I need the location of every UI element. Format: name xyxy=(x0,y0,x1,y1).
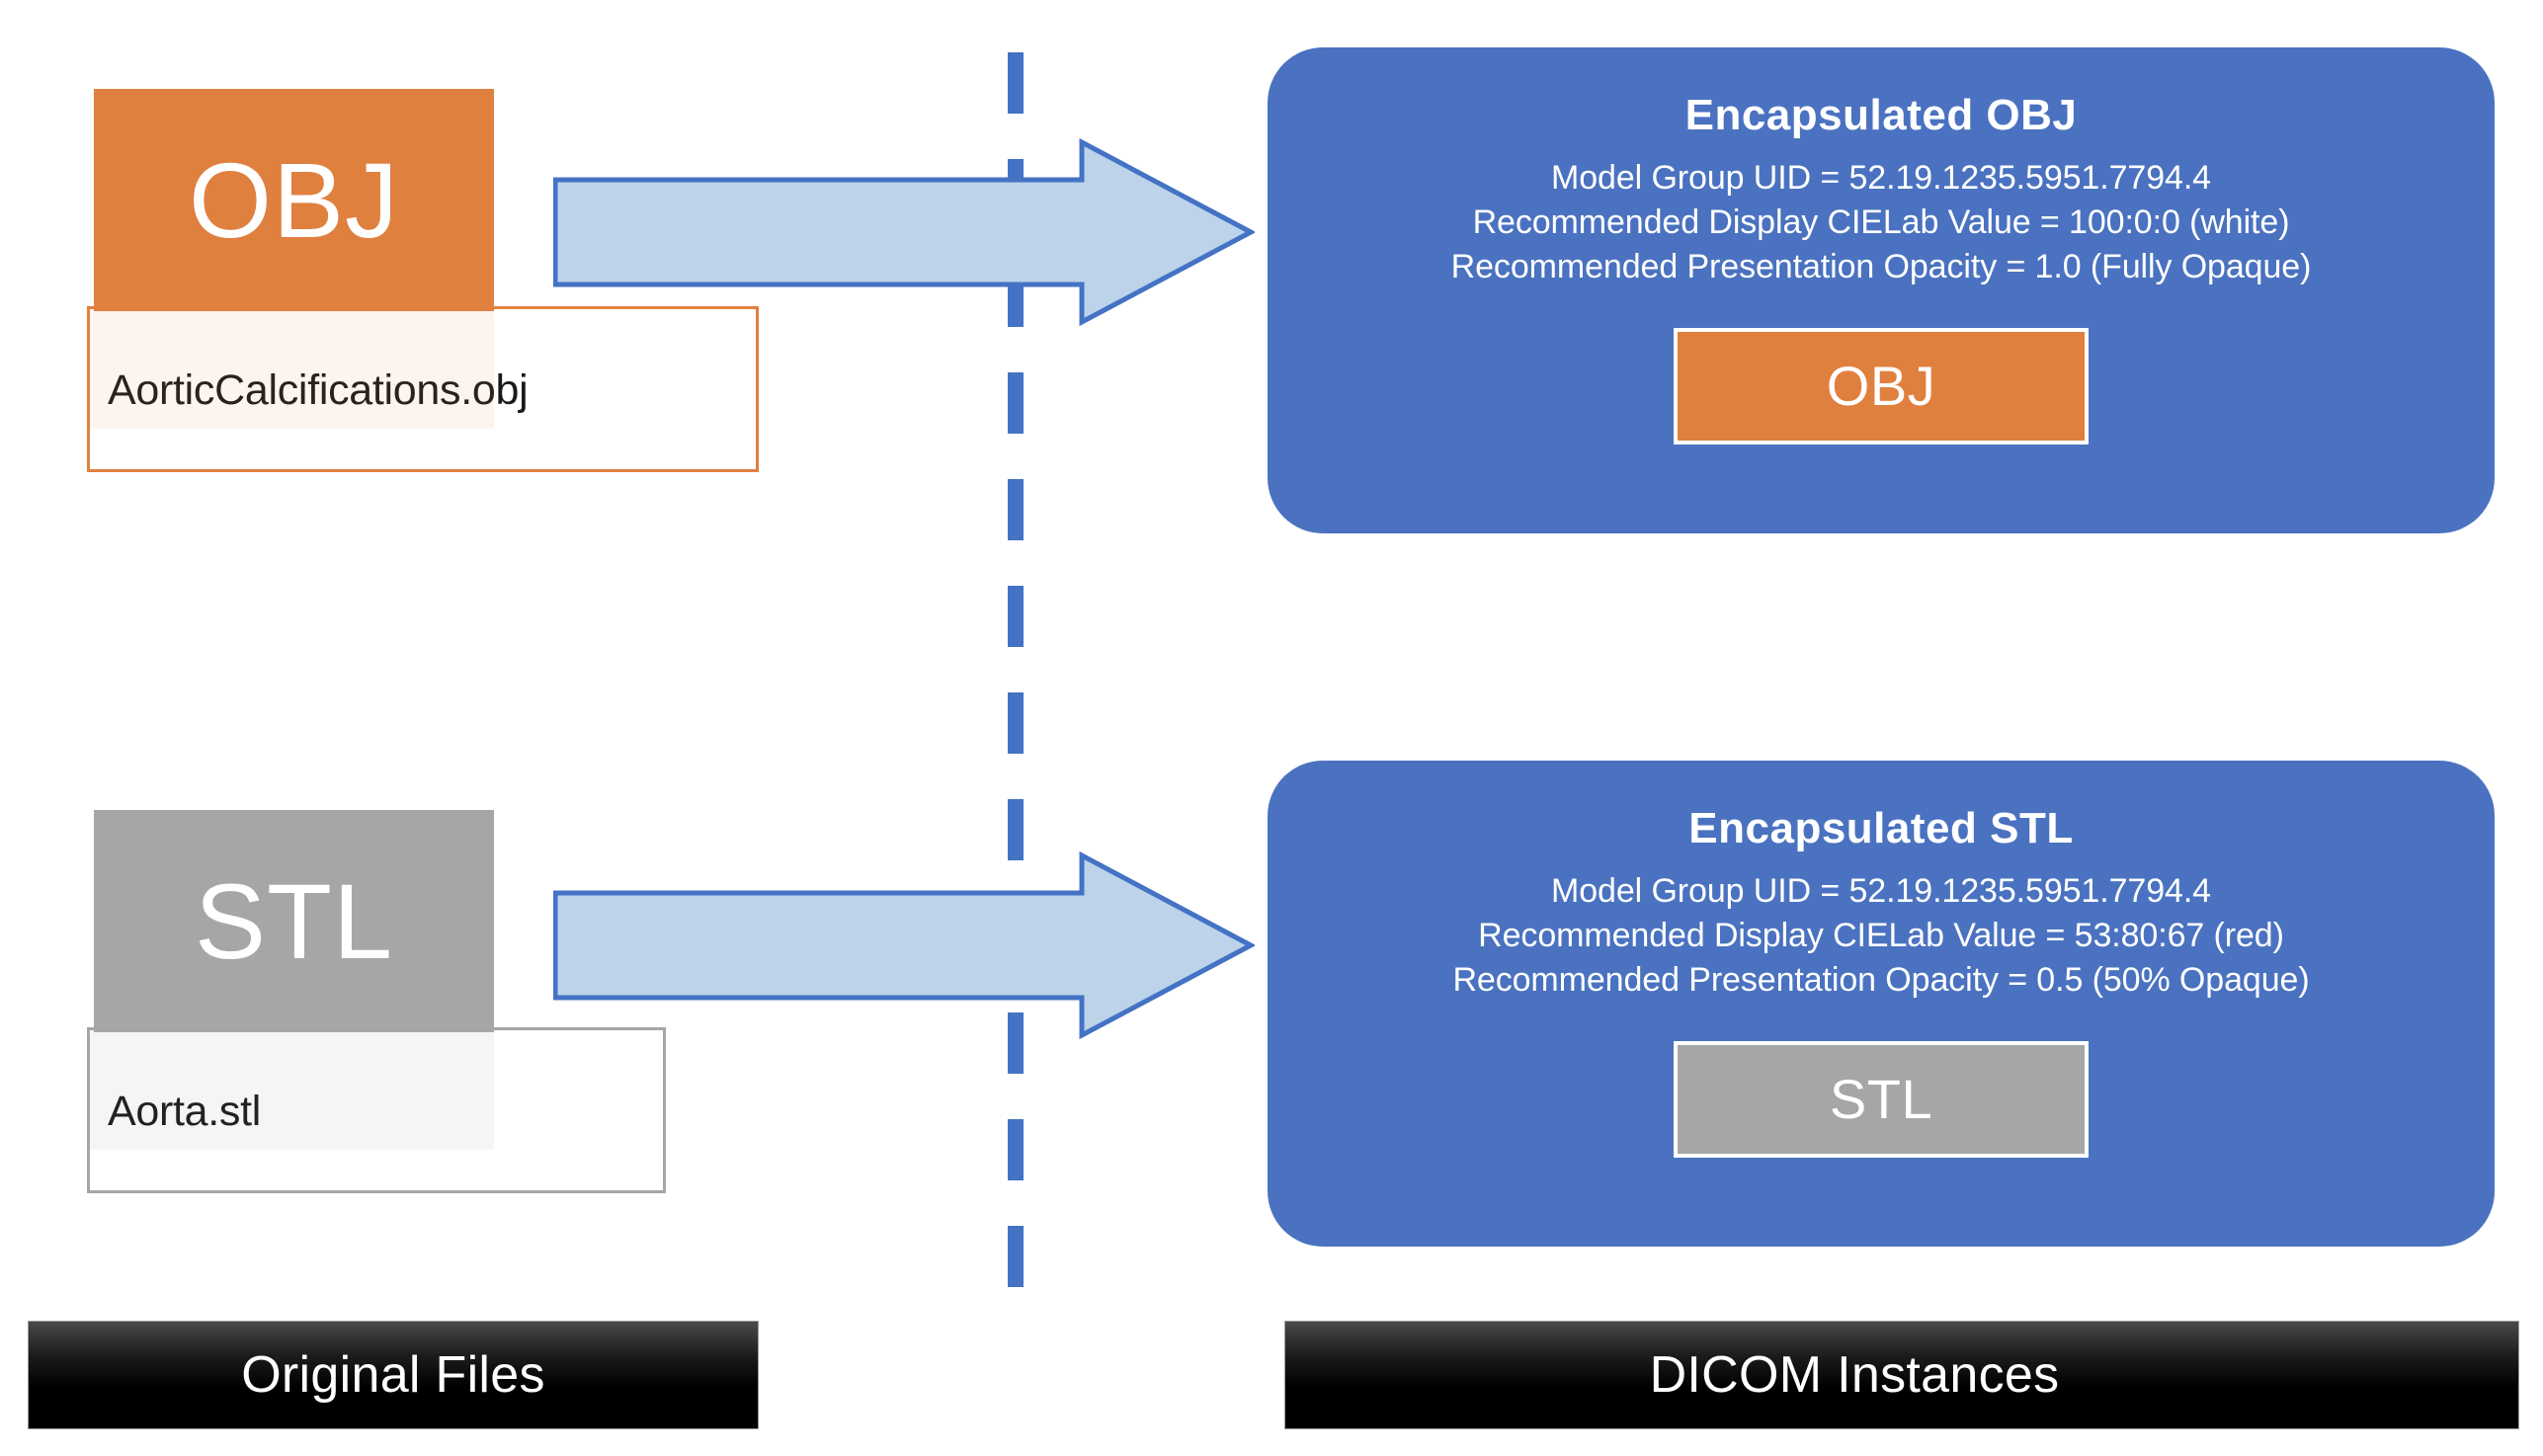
file-label-box-stl: Aorta.stl xyxy=(87,1027,666,1193)
instance-detail-model-group-uid-obj: Model Group UID = 52.19.1235.5951.7794.4 xyxy=(1551,159,2211,197)
instance-type-badge-label-obj: OBJ xyxy=(1826,355,1936,418)
file-type-label-stl: STL xyxy=(194,860,394,981)
instance-card-details-stl: Model Group UID = 52.19.1235.5951.7794.4… xyxy=(1268,869,2495,1004)
instance-card-details-obj: Model Group UID = 52.19.1235.5951.7794.4… xyxy=(1268,156,2495,290)
banner-original-files-label: Original Files xyxy=(241,1346,545,1404)
conversion-arrow-stl-icon xyxy=(553,851,1255,1039)
dicom-instance-card-stl: Encapsulated STL Model Group UID = 52.19… xyxy=(1268,761,2495,1247)
instance-detail-cielab-obj: Recommended Display CIELab Value = 100:0… xyxy=(1472,203,2290,242)
dicom-instance-card-obj: Encapsulated OBJ Model Group UID = 52.19… xyxy=(1268,47,2495,533)
banner-dicom-instances: DICOM Instances xyxy=(1284,1321,2519,1429)
file-type-square-obj: OBJ xyxy=(94,89,494,311)
file-name-stl: Aorta.stl xyxy=(108,1088,262,1135)
file-type-square-stl: STL xyxy=(94,810,494,1032)
instance-card-title-stl: Encapsulated STL xyxy=(1688,804,2074,852)
instance-detail-model-group-uid-stl: Model Group UID = 52.19.1235.5951.7794.4 xyxy=(1551,872,2211,910)
file-label-box-obj: AorticCalcifications.obj xyxy=(87,306,759,472)
instance-type-badge-stl: STL xyxy=(1674,1040,2089,1158)
file-type-label-obj: OBJ xyxy=(188,139,400,260)
instance-detail-cielab-stl: Recommended Display CIELab Value = 53:80… xyxy=(1478,917,2284,955)
banner-original-files: Original Files xyxy=(28,1321,759,1429)
instance-type-badge-label-stl: STL xyxy=(1829,1068,1933,1131)
instance-type-badge-obj: OBJ xyxy=(1674,327,2089,445)
instance-detail-opacity-obj: Recommended Presentation Opacity = 1.0 (… xyxy=(1450,248,2312,286)
file-name-obj: AorticCalcifications.obj xyxy=(108,366,529,414)
instance-card-title-obj: Encapsulated OBJ xyxy=(1684,91,2078,139)
instance-detail-opacity-stl: Recommended Presentation Opacity = 0.5 (… xyxy=(1452,961,2310,1000)
conversion-arrow-obj-icon xyxy=(553,138,1255,326)
banner-dicom-instances-label: DICOM Instances xyxy=(1649,1346,2060,1404)
